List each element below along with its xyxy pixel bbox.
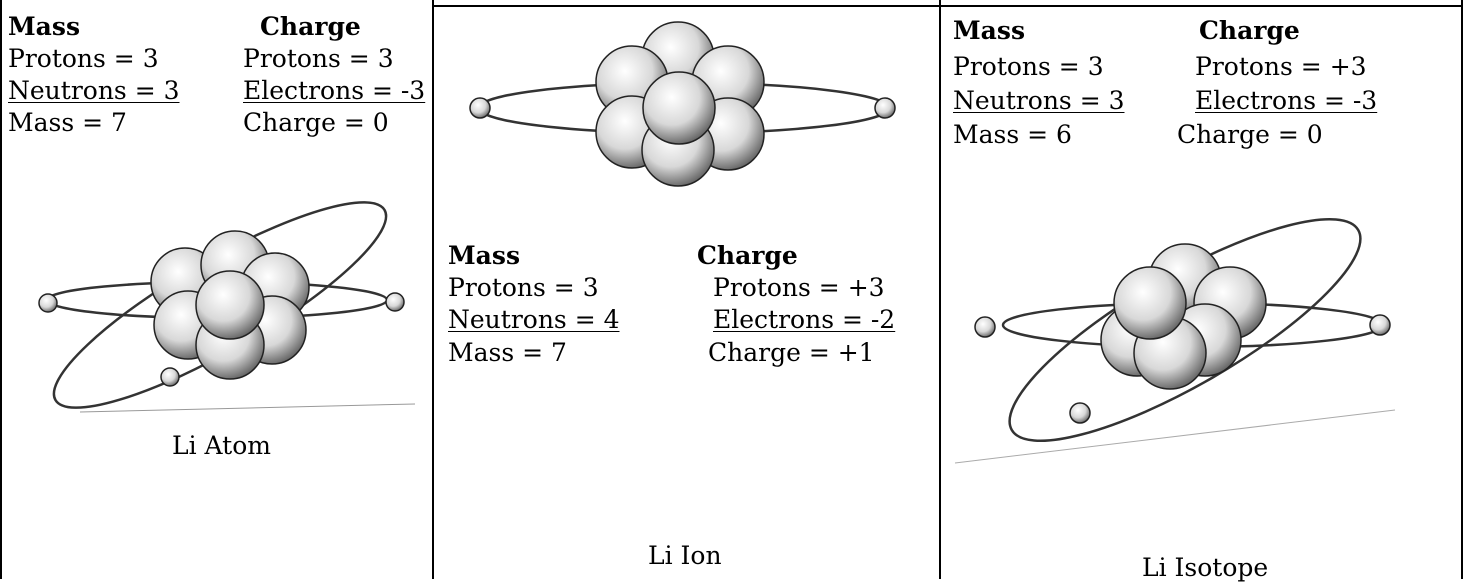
table-border-top <box>432 5 1463 7</box>
charge-protons: Protons = +3 <box>1195 52 1367 81</box>
mass-neutrons: Neutrons = 4 <box>448 305 620 334</box>
mass-total: Mass = 7 <box>448 338 567 367</box>
mass-total: Mass = 7 <box>8 108 127 137</box>
charge-protons: Protons = 3 <box>243 44 394 73</box>
charge-total: Charge = 0 <box>243 108 389 137</box>
charge-protons: Protons = +3 <box>713 273 885 302</box>
atom-illustration <box>38 201 416 413</box>
mass-protons: Protons = 3 <box>448 273 599 302</box>
charge-total: Charge = +1 <box>708 338 875 367</box>
table-border-col1 <box>432 0 434 579</box>
charge-total: Charge = 0 <box>1177 120 1323 149</box>
mass-header: Mass <box>953 16 1026 45</box>
caption-li-atom: Li Atom <box>172 431 271 460</box>
charge-header: Charge <box>697 241 798 270</box>
charge-header: Charge <box>1199 16 1300 45</box>
isotope-illustration <box>954 217 1396 464</box>
mass-header: Mass <box>8 12 81 41</box>
caption-li-ion: Li Ion <box>648 541 722 570</box>
charge-electrons: Electrons = -3 <box>243 76 426 105</box>
mass-header: Mass <box>448 241 521 270</box>
table-border-right <box>1461 0 1463 579</box>
table-border-col2 <box>939 0 941 579</box>
mass-neutrons: Neutrons = 3 <box>953 86 1125 115</box>
charge-electrons: Electrons = -3 <box>1195 86 1378 115</box>
mass-protons: Protons = 3 <box>8 44 159 73</box>
mass-neutrons: Neutrons = 3 <box>8 76 180 105</box>
table-border-left <box>0 0 2 579</box>
mass-total: Mass = 6 <box>953 120 1072 149</box>
ion-illustration <box>469 21 896 187</box>
mass-protons: Protons = 3 <box>953 52 1104 81</box>
charge-electrons: Electrons = -2 <box>713 305 896 334</box>
caption-li-isotope: Li Isotope <box>1142 553 1269 582</box>
charge-header: Charge <box>260 12 361 41</box>
